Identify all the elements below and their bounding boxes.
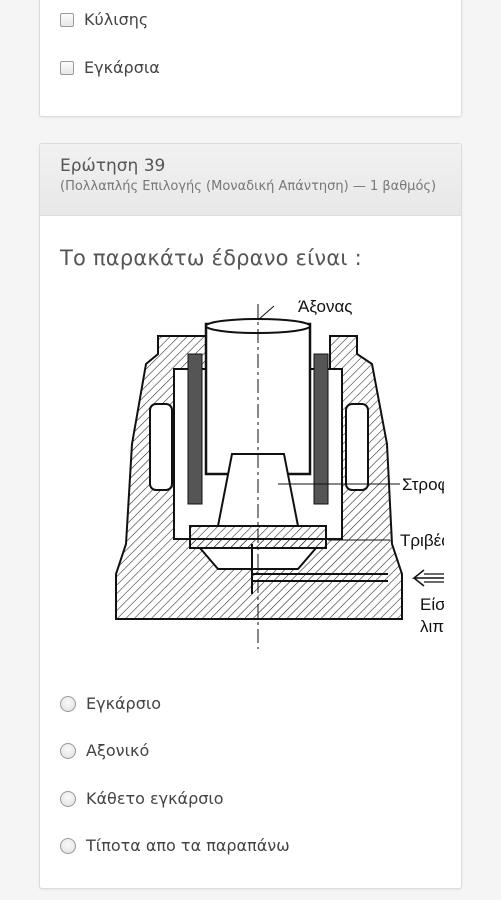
- label-axis: Άξονας: [298, 297, 352, 316]
- option-label: Εγκάρσια: [84, 58, 160, 77]
- label-journal: Στροφέας: [402, 475, 444, 494]
- label-inlet-1: Είσοδο: [420, 595, 444, 614]
- label-bearing: Τριβέας: [400, 531, 444, 550]
- answer-label: Κάθετο εγκάρσιο: [86, 789, 224, 808]
- answer-option-2[interactable]: Αξονικό: [60, 741, 149, 760]
- question-number: Ερώτηση 39: [60, 156, 166, 176]
- radio-button[interactable]: [60, 790, 76, 807]
- previous-question-card: Κύλισης Εγκάρσια: [39, 0, 462, 117]
- answer-label: Εγκάρσιο: [86, 694, 162, 713]
- label-inlet-2: λιπαντι: [420, 617, 444, 636]
- question-text: Το παρακάτω έδρανο είναι :: [60, 246, 362, 270]
- option-label: Κύλισης: [84, 10, 149, 29]
- answer-label: Τίποτα απο τα παραπάνω: [86, 836, 290, 855]
- bearing-diagram: Άξονας Στροφέας Τριβέας Είσοδο λιπαντι: [115, 297, 444, 649]
- answer-option-1[interactable]: Εγκάρσιο: [60, 694, 161, 713]
- radio-button[interactable]: [60, 837, 76, 854]
- checkbox[interactable]: [60, 60, 74, 75]
- option-rolling[interactable]: Κύλισης: [60, 10, 148, 29]
- checkbox[interactable]: [60, 12, 74, 27]
- question-meta: (Πολλαπλής Επιλογής (Μοναδική Απάντηση) …: [60, 179, 437, 194]
- option-transverse[interactable]: Εγκάρσια: [60, 58, 160, 77]
- radio-button[interactable]: [60, 742, 76, 759]
- question-card: Ερώτηση 39 (Πολλαπλής Επιλογής (Μοναδική…: [39, 143, 462, 889]
- radio-button[interactable]: [60, 695, 76, 712]
- answer-option-4[interactable]: Τίποτα απο τα παραπάνω: [60, 836, 290, 855]
- question-header: Ερώτηση 39 (Πολλαπλής Επιλογής (Μοναδική…: [40, 144, 461, 216]
- answer-option-3[interactable]: Κάθετο εγκάρσιο: [60, 789, 224, 808]
- answer-label: Αξονικό: [86, 741, 150, 760]
